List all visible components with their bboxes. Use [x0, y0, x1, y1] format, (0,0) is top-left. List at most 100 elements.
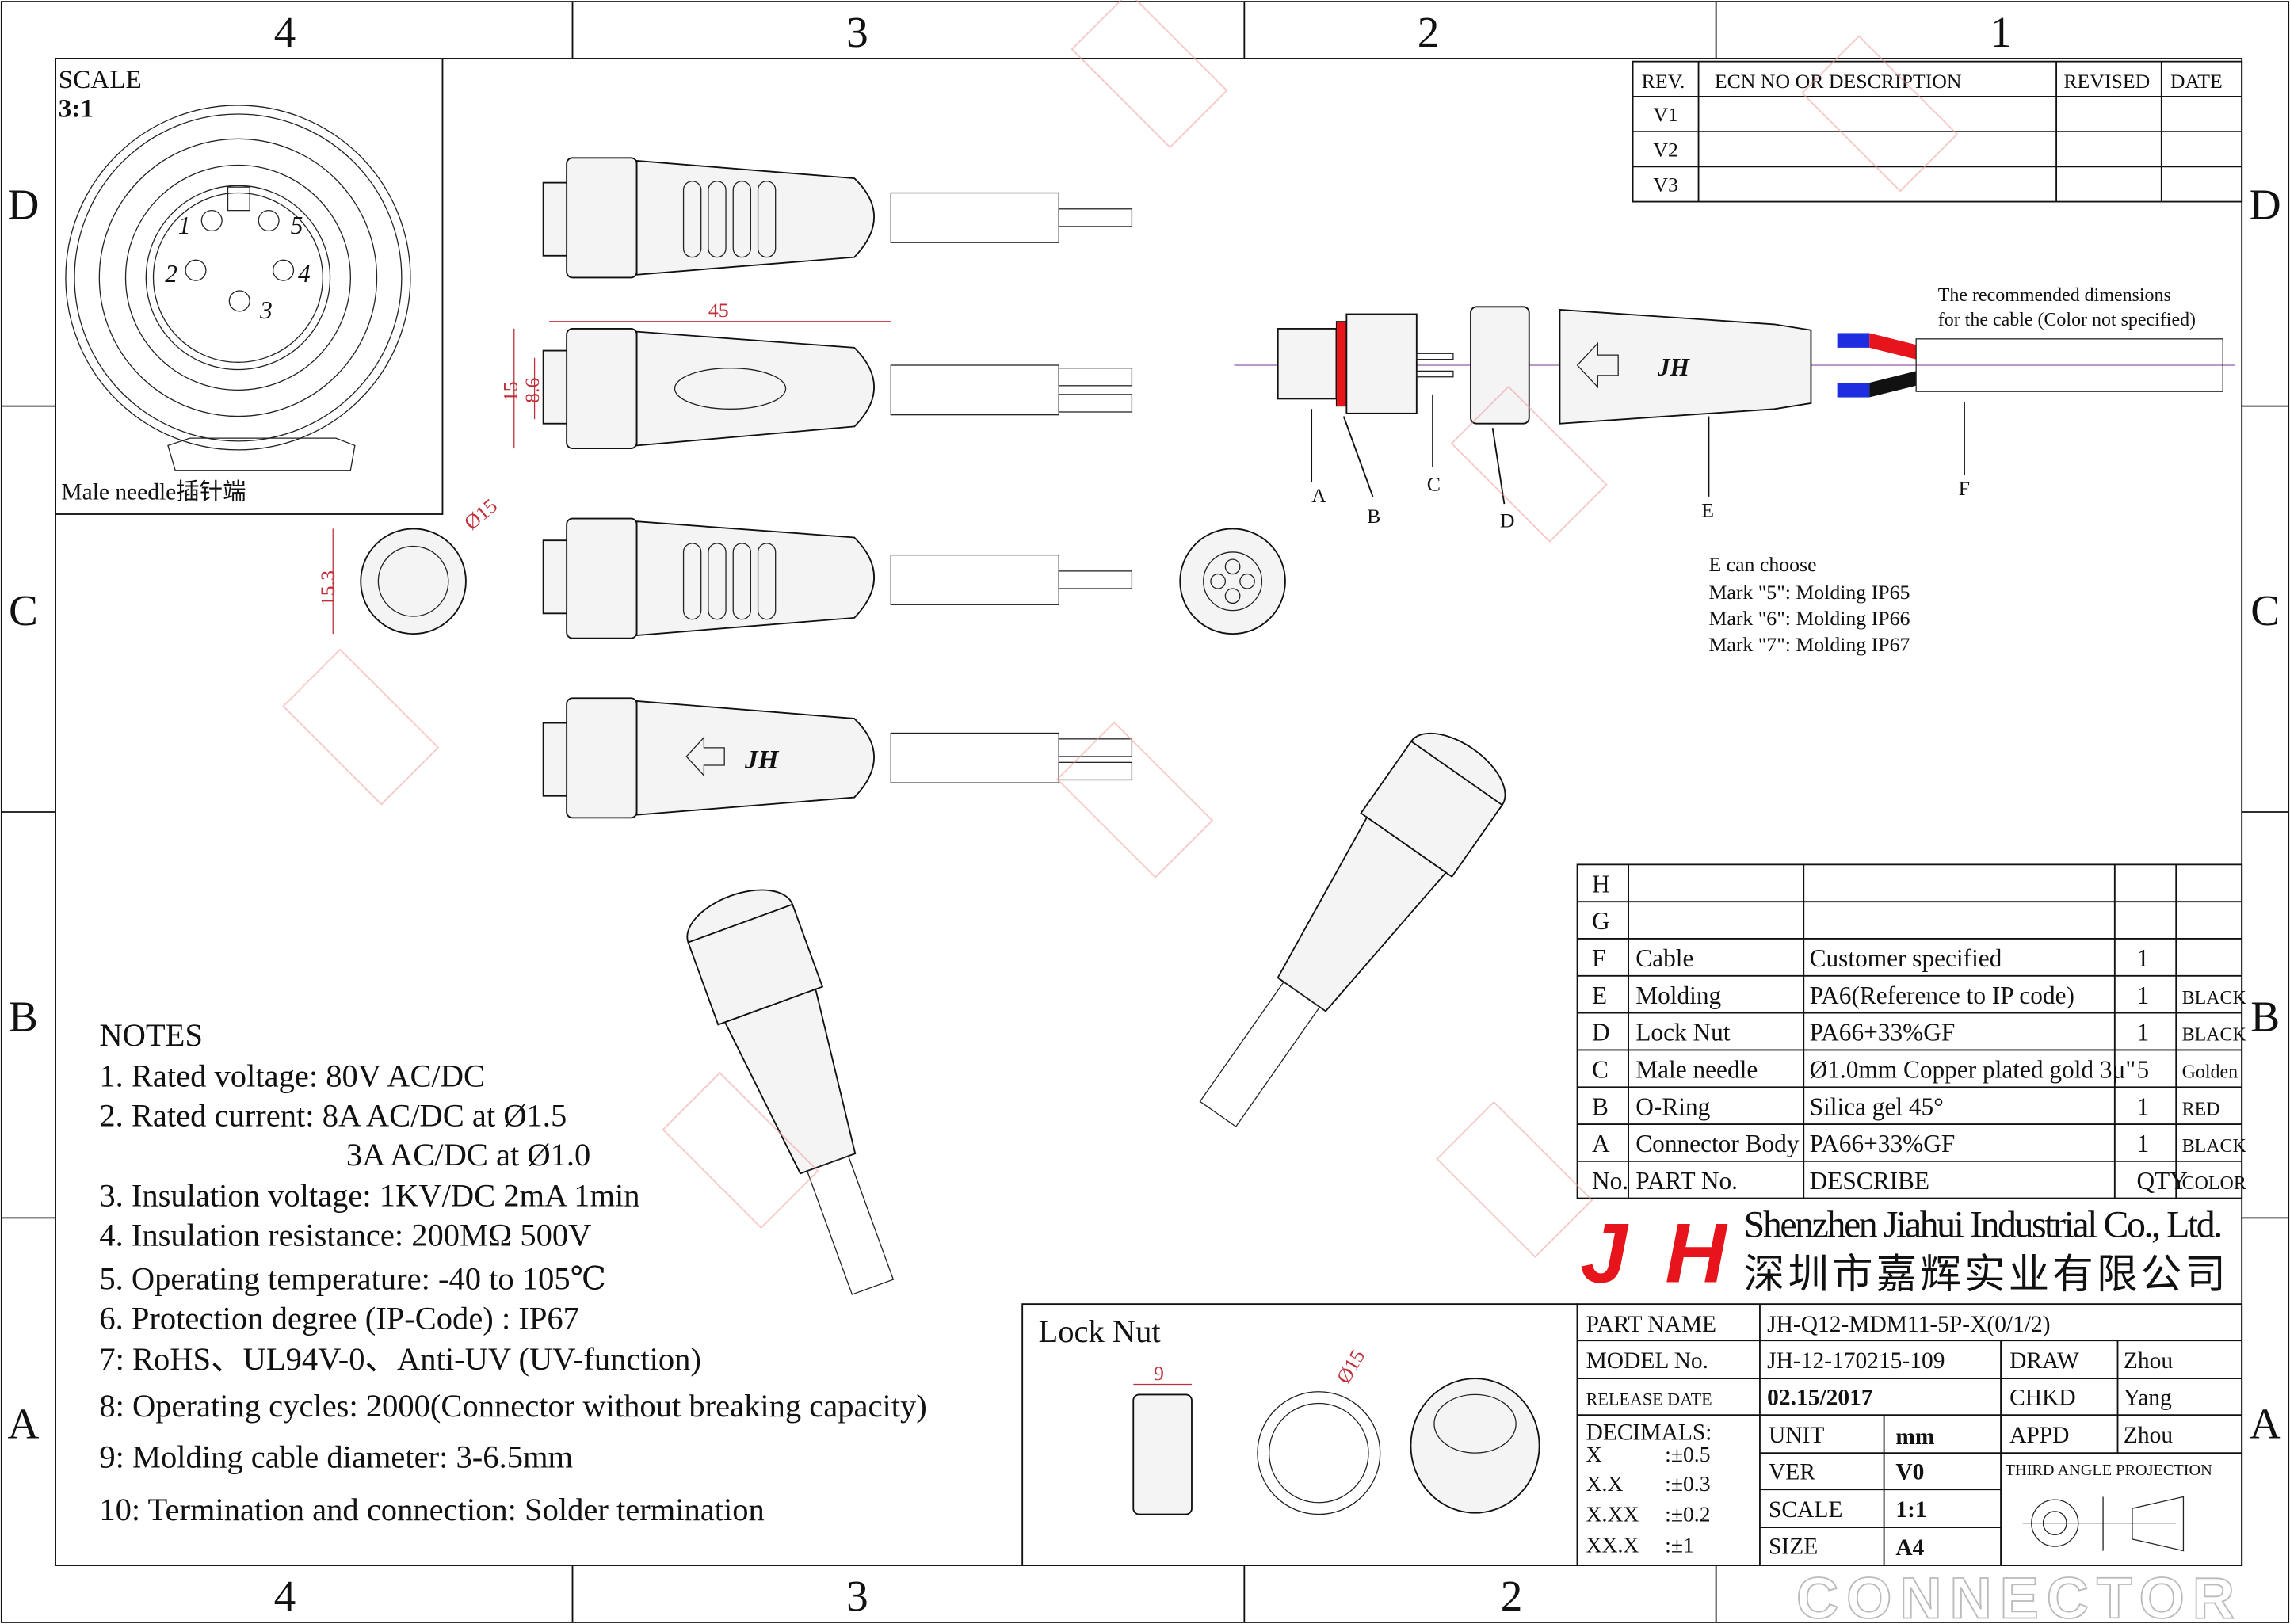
bom-row-cell: PA6(Reference to IP code) — [1810, 982, 2074, 1009]
molding-logo: JH — [744, 745, 780, 775]
bom-row-cell: Ø1.0mm Copper plated gold 3μ" — [1810, 1055, 2136, 1083]
bom-row-cell: BLACK — [2182, 988, 2247, 1008]
decimal-tol: :±0.5 — [1665, 1442, 1710, 1466]
release-date-value: 02.15/2017 — [1767, 1385, 1873, 1410]
note-item: 6. Protection degree (IP-Code) : IP67 — [99, 1300, 579, 1336]
draw-label: DRAW — [2009, 1348, 2079, 1374]
rev-header: REVISED — [2063, 70, 2150, 93]
rev-row: V3 — [1653, 173, 1678, 196]
lock-nut-title: Lock Nut — [1038, 1313, 1161, 1349]
bom-row-cell: 1 — [2136, 1092, 2149, 1120]
scale-label: SCALE — [59, 65, 142, 94]
part-c-needle-housing — [1345, 313, 1418, 414]
e-note: Mark "6": Molding IP66 — [1708, 607, 1910, 630]
decimal-tol: :±0.2 — [1665, 1502, 1710, 1527]
model-label: MODEL No. — [1586, 1348, 1708, 1374]
bom-row-cell: F — [1592, 944, 1605, 972]
part-d-lock-nut — [1470, 306, 1530, 425]
molding-logo: JH — [1657, 353, 1691, 381]
dimension-height-outer: 15 — [498, 381, 521, 402]
unit-value: mm — [1895, 1424, 1935, 1450]
rev-header: REV. — [1642, 70, 1685, 93]
zone-label-top: 3 — [846, 8, 868, 56]
e-note: E can choose — [1708, 553, 1816, 576]
release-date-label: RELEASE DATE — [1586, 1389, 1712, 1409]
dimension-face-diameter: Ø15 — [460, 494, 502, 535]
zone-label-side: D — [2250, 181, 2281, 229]
note-item: 5. Operating temperature: -40 to 105℃ — [99, 1261, 606, 1297]
note-item: 10: Termination and connection: Solder t… — [99, 1492, 765, 1527]
side-view-top — [542, 157, 1133, 279]
bom-row-cell: Lock Nut — [1635, 1019, 1730, 1046]
zone-label-bottom: 2 — [1501, 1572, 1523, 1620]
size-label: SIZE — [1769, 1534, 1818, 1559]
zone-label-side: A — [8, 1400, 40, 1448]
unit-label: UNIT — [1769, 1423, 1824, 1448]
side-view-dimensioned: 45 15 8.6 — [498, 299, 1133, 449]
third-angle-projection-icon — [2022, 1496, 2185, 1552]
lock-nut-detail: Lock Nut 9 Ø15 — [1021, 1303, 1578, 1566]
bom-row-cell: RED — [2182, 1099, 2220, 1119]
bom-row-cell: Molding — [1635, 982, 1721, 1009]
decimal-key: X.X — [1586, 1471, 1624, 1496]
e-note: Mark "7": Molding IP67 — [1708, 633, 1910, 656]
projection-label: THIRD ANGLE PROJECTION — [2006, 1462, 2213, 1479]
chkd-label: CHKD — [2009, 1385, 2076, 1410]
note-item: 4. Insulation resistance: 200MΩ 500V — [99, 1217, 591, 1252]
decimal-tol: :±1 — [1665, 1532, 1694, 1557]
note-item: 9: Molding cable diameter: 3-6.5mm — [99, 1439, 573, 1475]
note-item: 1. Rated voltage: 80V AC/DC — [99, 1058, 485, 1094]
rev-header: DATE — [2170, 70, 2223, 93]
dimension-locknut-diameter: Ø15 — [1332, 1346, 1369, 1388]
part-name-label: PART NAME — [1586, 1312, 1716, 1337]
bom-row-cell: D — [1592, 1019, 1610, 1046]
ver-value: V0 — [1895, 1459, 1924, 1485]
connector-side-views: 45 15 8.6 JH 15.3 Ø15 — [316, 157, 1286, 819]
zone-label-side: B — [2250, 992, 2280, 1040]
dimension-length: 45 — [708, 299, 729, 322]
decimals-label: DECIMALS: — [1586, 1420, 1712, 1446]
bom-row-cell: O-Ring — [1635, 1092, 1710, 1120]
bom-row-cell: BLACK — [2182, 1136, 2247, 1157]
callout-a: A — [1311, 484, 1326, 507]
chkd-value: Yang — [2124, 1385, 2172, 1410]
bom-row-cell: 5 — [2136, 1055, 2149, 1083]
watermark-connector: CONNECTOR — [1796, 1565, 2235, 1624]
front-face-view: 15.3 Ø15 — [316, 494, 1286, 635]
rev-row: V2 — [1653, 138, 1678, 161]
bom-row-cell: E — [1592, 982, 1607, 1009]
pin-label: 5 — [291, 212, 303, 239]
decimal-key: XX.X — [1586, 1532, 1639, 1557]
bom-row-cell: 1 — [2136, 1130, 2149, 1157]
appd-value: Zhou — [2124, 1423, 2173, 1448]
zone-label-bottom: 3 — [846, 1572, 868, 1620]
callout-b: B — [1367, 505, 1380, 528]
zone-label-side: C — [2250, 586, 2280, 635]
detail-view-male-face: SCALE 3:1 1 2 3 4 5 Male needle插针端 — [55, 58, 444, 515]
note-item: 2. Rated current: 8A AC/DC at Ø1.5 — [99, 1097, 567, 1133]
zone-label-top: 2 — [1418, 8, 1440, 56]
scale-label: SCALE — [1769, 1497, 1842, 1523]
exploded-assembly: JH The recommended dimensions for the ca… — [1234, 285, 2235, 656]
zone-label-side: C — [9, 586, 38, 635]
bom-row-cell: C — [1592, 1055, 1609, 1083]
note-item: 3A AC/DC at Ø1.0 — [346, 1137, 591, 1172]
callout-f: F — [1959, 477, 1970, 500]
dimension-locknut-width: 9 — [1154, 1362, 1164, 1385]
note-item: 3. Insulation voltage: 1KV/DC 2mA 1min — [99, 1178, 639, 1214]
isometric-views — [686, 732, 1506, 1295]
zone-label-top: 4 — [274, 8, 296, 56]
cable-note: The recommended dimensions — [1938, 285, 2171, 306]
zone-label-bottom: 4 — [274, 1572, 296, 1620]
bom-row-cell: Silica gel 45° — [1810, 1092, 1944, 1120]
decimal-key: X.XX — [1586, 1502, 1639, 1527]
bom-row-cell: Cable — [1635, 944, 1693, 972]
callout-c: C — [1427, 473, 1441, 496]
part-a-connector-body — [1277, 328, 1338, 400]
rev-row: V1 — [1653, 103, 1678, 126]
bom-row-cell: BLACK — [2182, 1025, 2247, 1046]
bom-header-cell: DESCRIBE — [1810, 1167, 1929, 1195]
side-view-logo: JH — [542, 697, 1133, 819]
